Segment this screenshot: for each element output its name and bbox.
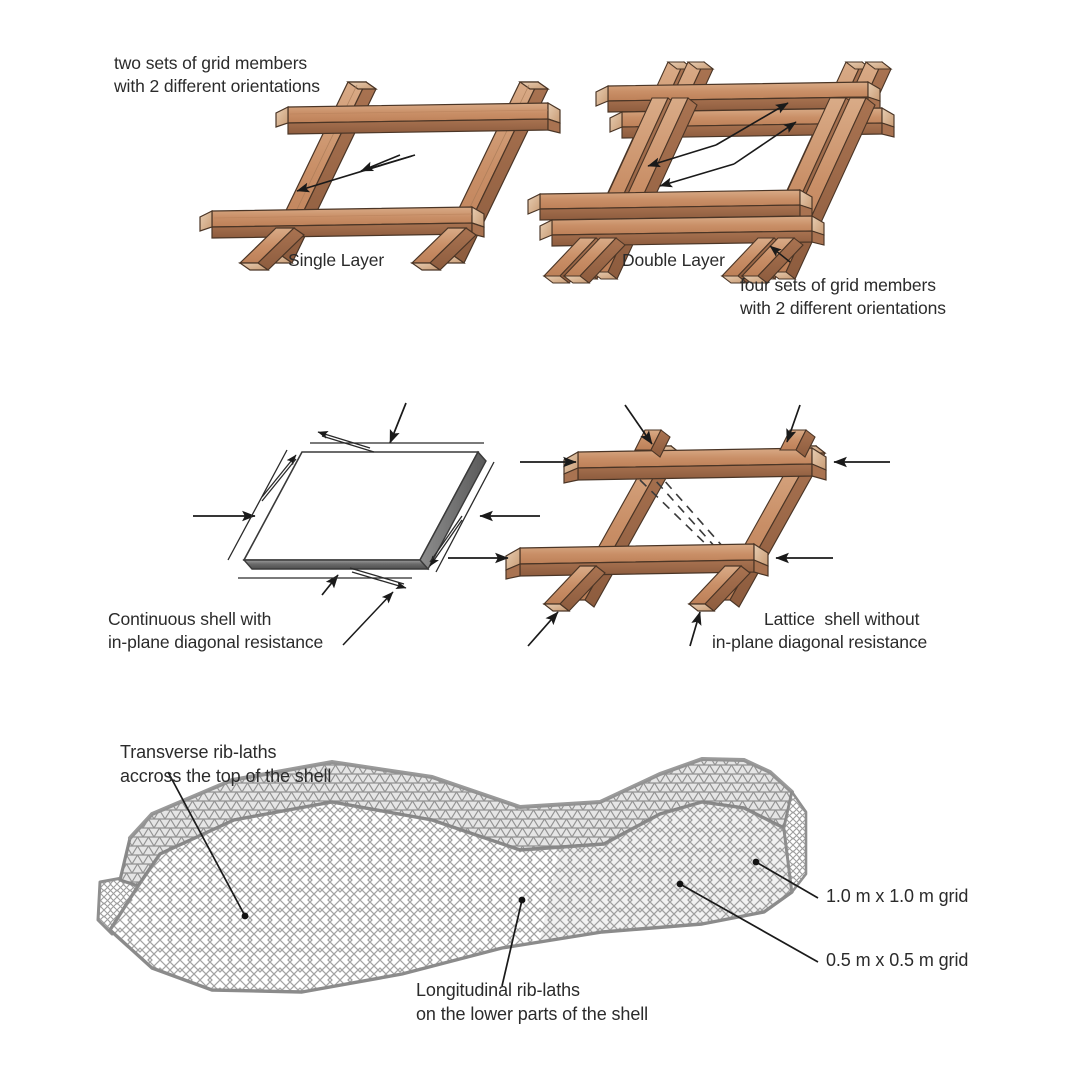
shear-couple-right: [429, 461, 495, 573]
leader-dot-longitudinal: [518, 896, 526, 904]
lattice-beam-bottom: [505, 542, 769, 580]
leader-dot-grid-coarse: [752, 858, 760, 866]
single-layer-beam-bottom: [199, 205, 485, 239]
load-arrow-foot-right: [689, 611, 702, 647]
label-grid-coarse: 1.0 m x 1.0 m grid: [826, 886, 969, 906]
mesh-upper-shade: [120, 759, 792, 886]
leader-line-grid-fine: [679, 883, 819, 963]
caption-lattice-shell-line1: Lattice shell without: [764, 609, 920, 629]
note-longitudinal-line2: on the lower parts of the shell: [416, 1004, 649, 1024]
leader-line-transverse: [167, 771, 246, 917]
leader-arrow-double-4: [659, 163, 735, 188]
leader-arrow-continuous-caption: [342, 591, 394, 646]
note-transverse-line2: accross the top of the shell: [120, 766, 332, 786]
leader-line-longitudinal: [501, 899, 523, 987]
lattice-shell: [448, 404, 890, 647]
caption-double-layer: Double Layer: [622, 250, 725, 270]
note-two-sets-line2: with 2 different orientations: [114, 76, 320, 96]
leader-arrow-double-1: [715, 102, 789, 146]
caption-continuous-shell-line1: Continuous shell with: [108, 609, 272, 629]
lattice-diagonal-left-tail: [542, 565, 606, 612]
double-layer-beam-top-upper: [595, 80, 881, 113]
leader-arrow-double-3: [733, 121, 797, 165]
caption-continuous-shell-line2: in-plane diagonal resistance: [108, 632, 324, 652]
lattice-beam-top: [563, 446, 827, 484]
leader-dot-transverse: [241, 912, 249, 920]
leader-arrow-double-note: [769, 245, 791, 263]
single-layer-beam-top: [275, 101, 561, 135]
single-layer-diagonal-right-tail: [410, 227, 477, 271]
shear-couple-top: [310, 431, 484, 453]
double-layer-grid: [527, 61, 895, 284]
load-arrow-top-left: [624, 404, 653, 445]
double-layer-beam-bottom-upper: [527, 188, 813, 221]
caption-lattice-shell-line2: in-plane diagonal resistance: [712, 632, 928, 652]
note-two-sets-line1: two sets of grid members: [114, 53, 308, 73]
shear-couple-bottom: [238, 567, 412, 590]
single-layer-grid: [199, 81, 561, 271]
single-layer-diagonal-left-tail: [238, 227, 305, 271]
continuous-shell: [193, 402, 540, 646]
mesh-right-shade: [540, 802, 792, 940]
shear-couple-left: [227, 449, 297, 561]
mesh-top-ridge: [128, 756, 794, 840]
caption-single-layer: Single Layer: [288, 250, 385, 270]
slab-front-edge: [242, 559, 430, 570]
missing-diagonal-dashed: [639, 469, 725, 557]
shear-arrow-top: [389, 402, 407, 444]
note-transverse-line1: Transverse rib-laths: [120, 742, 277, 762]
lattice-diagonal-right-tail: [687, 565, 751, 612]
load-arrow-top-right: [786, 404, 801, 443]
mesh-right-end: [782, 790, 808, 894]
note-longitudinal-line1: Longitudinal rib-laths: [416, 980, 580, 1000]
leader-dot-grid-fine: [676, 880, 684, 888]
leader-arrow-double-2: [647, 144, 717, 168]
double-layer-tails-right: [720, 237, 804, 284]
load-arrow-foot-left: [527, 611, 559, 647]
double-layer-tails-left: [542, 237, 626, 284]
note-four-sets-line1: four sets of grid members: [740, 275, 936, 295]
gridshell-mesh-surface: [96, 756, 819, 994]
label-grid-fine: 0.5 m x 0.5 m grid: [826, 950, 969, 970]
leader-arrow-single-lower: [296, 155, 413, 193]
note-four-sets-line2: with 2 different orientations: [740, 298, 946, 318]
mesh-lower-band: [108, 800, 794, 994]
leader-line-grid-coarse: [755, 861, 819, 899]
